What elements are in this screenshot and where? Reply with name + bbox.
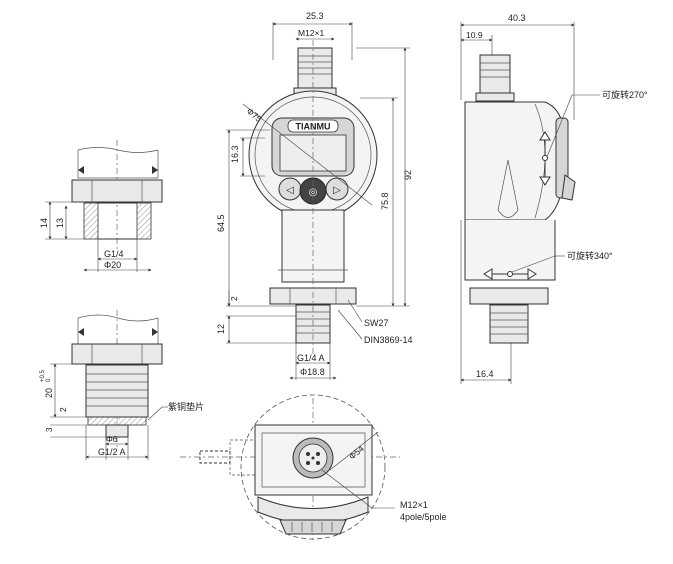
process-thread-label: G1/4 A [297,353,325,363]
gasket-label: 紫铜垫片 [168,401,204,412]
dim-collar: 2 [229,296,239,301]
detail-bore: Φ6 [106,434,118,444]
side-connector [479,54,511,94]
detail-bottom-dim3: 3 [45,427,54,432]
button-right [325,177,349,201]
detail-top-thread-dim: 13 [55,218,65,228]
wrench-size: SW27 [364,318,389,328]
detail-hex [71,179,163,203]
top-view: Φ54 M12×1 4pole/5pole [180,394,447,540]
rotate-270-label: 可旋转270° [602,89,648,100]
seal-diameter: Φ18.8 [300,367,325,377]
top-pole-spec: 4pole/5pole [400,512,447,522]
detail-bottom-collar: 2 [58,407,68,412]
dim-thread-length: 12 [216,324,226,334]
copper-gasket [87,416,147,426]
standard-label: DIN3869-14 [364,335,413,345]
connector-offset: 10.9 [466,30,483,40]
detail-top-diameter: Φ20 [104,260,121,270]
top-connector-thread: M12×1 [400,500,428,510]
detail-g12: 紫铜垫片 20 +0.5 0 2 3 Φ6 G1/2 A [40,310,204,460]
detail-top-thread: G1/4 [104,249,124,259]
dim-total-height: 92 [403,170,413,180]
dim-display-height: 16.3 [230,145,240,163]
button-mid-glyph: ◎ [309,187,318,198]
front-connector-thread: M12×1 [298,28,324,38]
tol-bot: 0 [46,378,52,382]
button-right-glyph: ▷ [333,185,341,196]
front-width-label: 25.3 [306,11,324,21]
detail-g14: 14 13 G1/4 Φ20 [39,140,163,272]
side-head [464,101,567,221]
front-view: 25.3 M12×1 TIANMU ◁ ◎ ▷ Φ75 [216,11,413,380]
dim-to-display: 75.8 [380,192,390,210]
detail-hex-2 [71,343,163,365]
detail-bottom-thread: G1/2 A [98,447,126,457]
detail-top-height: 14 [39,218,49,228]
side-view: 40.3 10.9 可旋转270° 可旋转340° [460,13,648,384]
dim-body-height: 64.5 [216,214,226,232]
side-width-label: 40.3 [508,13,526,23]
tol-top: +0.5 [40,369,46,382]
detail-bottom-height: 20 [44,388,54,398]
side-bottom-width: 16.4 [476,369,494,379]
button-left-glyph: ◁ [286,185,294,196]
rotate-340-label: 可旋转340° [567,250,613,261]
